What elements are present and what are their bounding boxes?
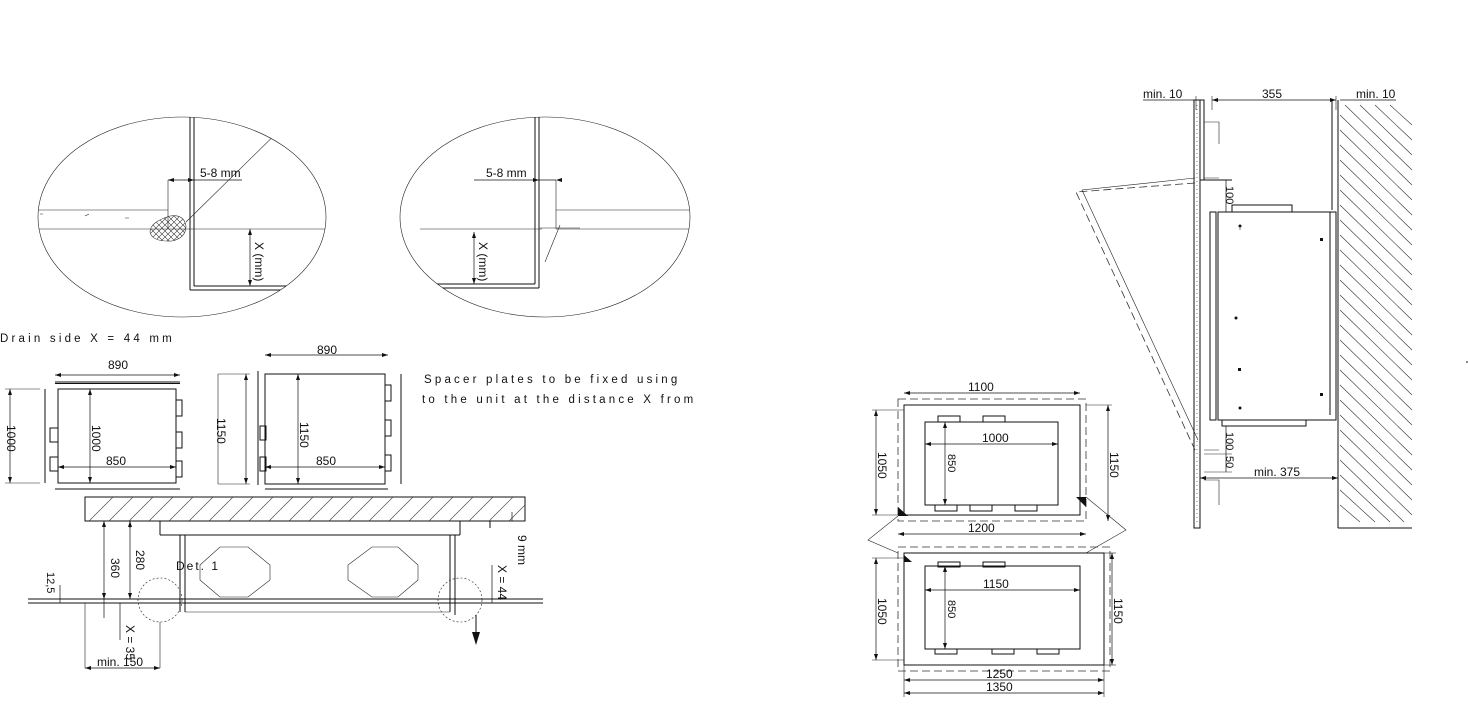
plan-left-width-outer: 890 bbox=[108, 358, 128, 372]
section-dim-9mm: 9 mm bbox=[515, 535, 529, 565]
ceiling-opening-top: 1100 1000 1050 850 1150 1200 bbox=[867, 380, 1127, 554]
ceiling-top-1050: 1050 bbox=[875, 452, 889, 479]
section-dim-x35: X = 35 bbox=[123, 625, 137, 660]
ceiling-bottom-850: 850 bbox=[945, 600, 957, 618]
ceiling-bottom-1150: 1150 bbox=[983, 577, 1009, 591]
section-view: 360 280 12,5 Det. 1 9 mm X = 44 X = 35 m… bbox=[28, 496, 543, 670]
detail-left-height-label: X (mm) bbox=[252, 242, 266, 281]
side-dim-min375: min. 375 bbox=[1254, 465, 1300, 479]
ceiling-bottom-1250: 1250 bbox=[986, 667, 1013, 681]
side-dim-355: 355 bbox=[1262, 87, 1282, 101]
section-dim-x44: X = 44 bbox=[495, 565, 509, 600]
plan-right-height-outer: 1150 bbox=[214, 418, 228, 444]
detail-right: 5-8 mm X (mm) bbox=[399, 116, 691, 318]
detail-right-gap-label: 5-8 mm bbox=[486, 166, 527, 180]
plan-left: 890 1000 1000 850 bbox=[4, 358, 183, 490]
ceiling-top-1200: 1200 bbox=[968, 521, 995, 535]
side-min10-left: min. 10 bbox=[1143, 87, 1183, 101]
spacer-note-line1: Spacer plates to be fixed using bbox=[424, 374, 680, 386]
detail-right-height-label: X (mm) bbox=[476, 242, 490, 281]
side-dim-100-bottom: 100 bbox=[1223, 432, 1235, 450]
section-det-label: Det. 1 bbox=[176, 559, 220, 573]
side-dim-50: 50 bbox=[1223, 456, 1235, 468]
side-dim-100-top: 100 bbox=[1223, 186, 1235, 204]
section-dim-280: 280 bbox=[133, 550, 147, 570]
ceiling-top-850: 850 bbox=[945, 454, 957, 472]
spacer-note-line2: to the unit at the distance X from bbox=[422, 394, 696, 406]
section-dim-360: 360 bbox=[108, 558, 122, 578]
plan-right-height-inner: 1150 bbox=[297, 422, 311, 448]
plan-left-height-outer: 1000 bbox=[4, 425, 18, 452]
plan-right: 890 1150 1150 850 bbox=[214, 343, 402, 490]
plan-left-height-inner: 1000 bbox=[89, 425, 103, 452]
ceiling-top-1150: 1150 bbox=[1107, 452, 1121, 478]
plan-right-width-inner: 850 bbox=[316, 454, 336, 468]
ceiling-bottom-1350: 1350 bbox=[986, 680, 1013, 694]
detail-left-gap-label: 5-8 mm bbox=[200, 166, 241, 180]
ceiling-top-1000: 1000 bbox=[982, 431, 1009, 445]
detail-left: 5-8 mm X (mm) bbox=[37, 116, 327, 318]
section-dim-12-5: 12,5 bbox=[44, 572, 56, 593]
side-view: min. 10 355 min. 10 bbox=[1075, 87, 1468, 529]
plan-right-width-outer: 890 bbox=[317, 343, 337, 357]
ceiling-opening-bottom: 1150 1050 850 1150 1250 1350 bbox=[872, 546, 1125, 697]
ceiling-top-1100: 1100 bbox=[968, 380, 994, 394]
side-min10-right: min. 10 bbox=[1356, 87, 1396, 101]
section-dim-min150: min. 150 bbox=[97, 655, 143, 669]
plan-left-width-inner: 850 bbox=[106, 454, 126, 468]
ceiling-bottom-1050: 1050 bbox=[875, 598, 889, 625]
ceiling-bottom-1150-right: 1150 bbox=[1111, 598, 1125, 624]
drain-side-note: Drain side X = 44 mm bbox=[0, 333, 175, 345]
